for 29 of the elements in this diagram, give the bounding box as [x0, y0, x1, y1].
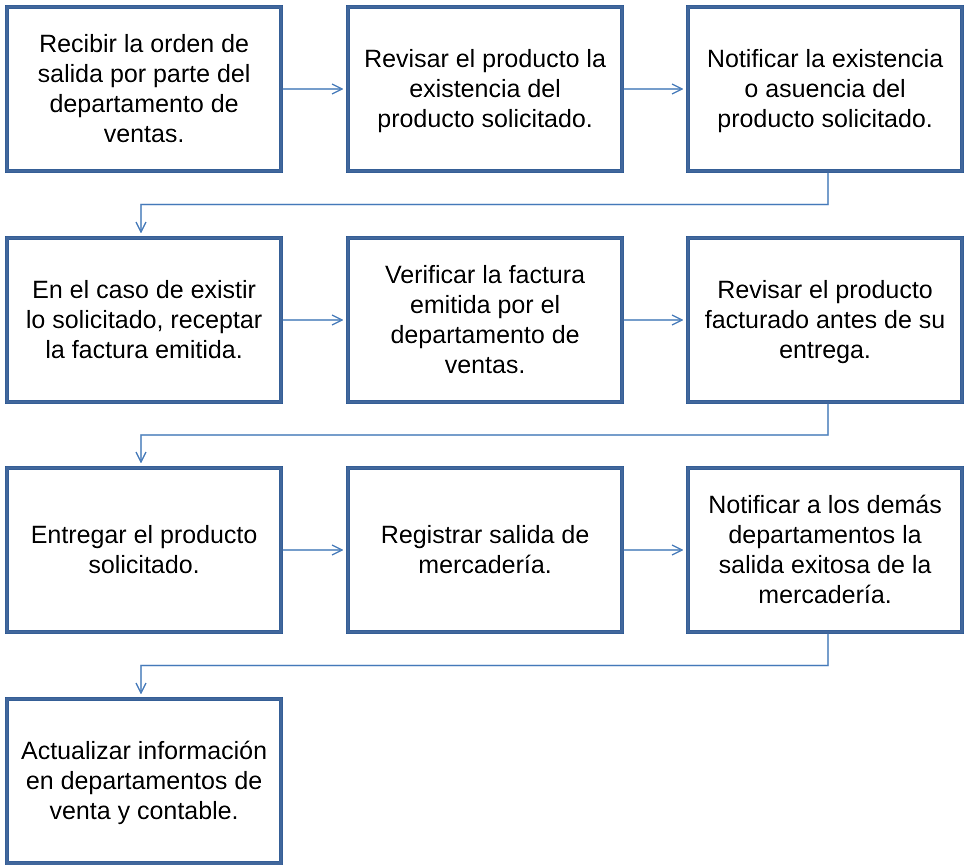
- arrow: [135, 173, 829, 233]
- process-box: [346, 5, 624, 173]
- process-box: [5, 466, 283, 634]
- step-text: Notificar la existencia o asuencia del producto solicitado.: [706, 44, 944, 134]
- step-text: En el caso de existir lo solicitado, receptar la factura emitida.: [24, 275, 264, 365]
- arrow: [283, 314, 343, 326]
- process-box: [686, 236, 964, 404]
- arrow: [624, 314, 683, 326]
- arrow: [135, 634, 829, 694]
- step-text: Revisar el producto la existencia del producto solicitado.: [363, 44, 607, 134]
- step-text: Entregar el producto solicitado.: [30, 520, 258, 580]
- step-text: Registrar salida de mercadería.: [380, 520, 590, 580]
- arrow: [283, 544, 343, 556]
- process-box: [346, 466, 624, 634]
- process-box: [686, 5, 964, 173]
- step-text: Actualizar información en departamentos de venta y contable.: [20, 736, 268, 826]
- step-text: Verificar la factura emitida por el departamento de ventas.: [384, 260, 586, 380]
- step-text: Notificar a los demás departamentos la salida exitosa de la mercadería.: [707, 490, 943, 610]
- process-box: [686, 466, 964, 634]
- process-box: [5, 236, 283, 404]
- process-box: [5, 5, 283, 173]
- step-text: Revisar el producto facturado antes de su entrega.: [704, 275, 946, 365]
- arrow: [624, 544, 683, 556]
- arrow: [135, 404, 829, 463]
- arrow: [624, 83, 683, 95]
- step-text: Recibir la orden de salida por parte del departamento de ventas.: [36, 29, 252, 149]
- process-box: [5, 697, 283, 865]
- process-box: [346, 236, 624, 404]
- arrow: [283, 83, 343, 95]
